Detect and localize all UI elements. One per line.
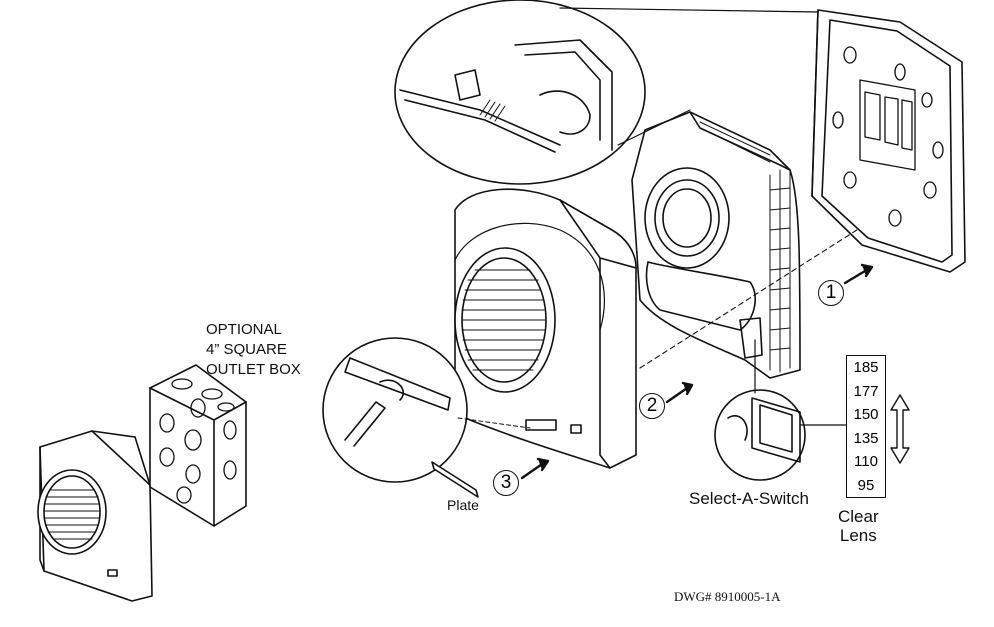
step-1-marker: 1 bbox=[818, 280, 844, 306]
outlet-box-label-line: OUTLET BOX bbox=[206, 361, 301, 378]
step-3-marker: 3 bbox=[493, 470, 519, 496]
switch-detail-inset bbox=[714, 339, 847, 481]
lens-setting-value: 95 bbox=[857, 476, 875, 494]
drawing-number: DWG# 8910005-1A bbox=[674, 589, 781, 604]
lens-settings-table: 185 177 150 135 110 95 bbox=[846, 355, 886, 498]
outlet-box-label-line: 4” SQUARE bbox=[206, 341, 287, 358]
lens-setting-value: 185 bbox=[853, 359, 879, 376]
lens-setting-value: 150 bbox=[853, 406, 879, 423]
assembled-unit bbox=[37, 430, 153, 602]
step-2-marker: 2 bbox=[639, 393, 665, 419]
clear-lens-label-line: Lens bbox=[839, 526, 877, 545]
front-cover bbox=[454, 188, 637, 469]
plate-part bbox=[431, 461, 479, 498]
outlet-box-label: OPTIONAL 4” SQUARE OUTLET BOX bbox=[206, 320, 301, 380]
lens-setting-value: 110 bbox=[854, 453, 878, 470]
latch-detail-inset bbox=[394, 0, 819, 185]
outlet-box-label-line: OPTIONAL bbox=[206, 321, 282, 338]
lens-setting-value: 135 bbox=[853, 429, 879, 447]
step-arrows bbox=[520, 263, 874, 480]
select-a-switch-label: Select-A-Switch bbox=[689, 489, 809, 508]
detector-body bbox=[631, 111, 801, 379]
mounting-plate bbox=[811, 9, 966, 273]
clear-lens-label-line: Clear bbox=[838, 507, 879, 526]
plate-detail-inset bbox=[322, 337, 531, 483]
outlet-box bbox=[149, 364, 247, 527]
lens-setting-value: 177 bbox=[853, 382, 879, 400]
plate-label: Plate bbox=[447, 497, 479, 513]
double-arrow-icon bbox=[890, 394, 910, 464]
clear-lens-label: Clear Lens bbox=[838, 507, 879, 545]
